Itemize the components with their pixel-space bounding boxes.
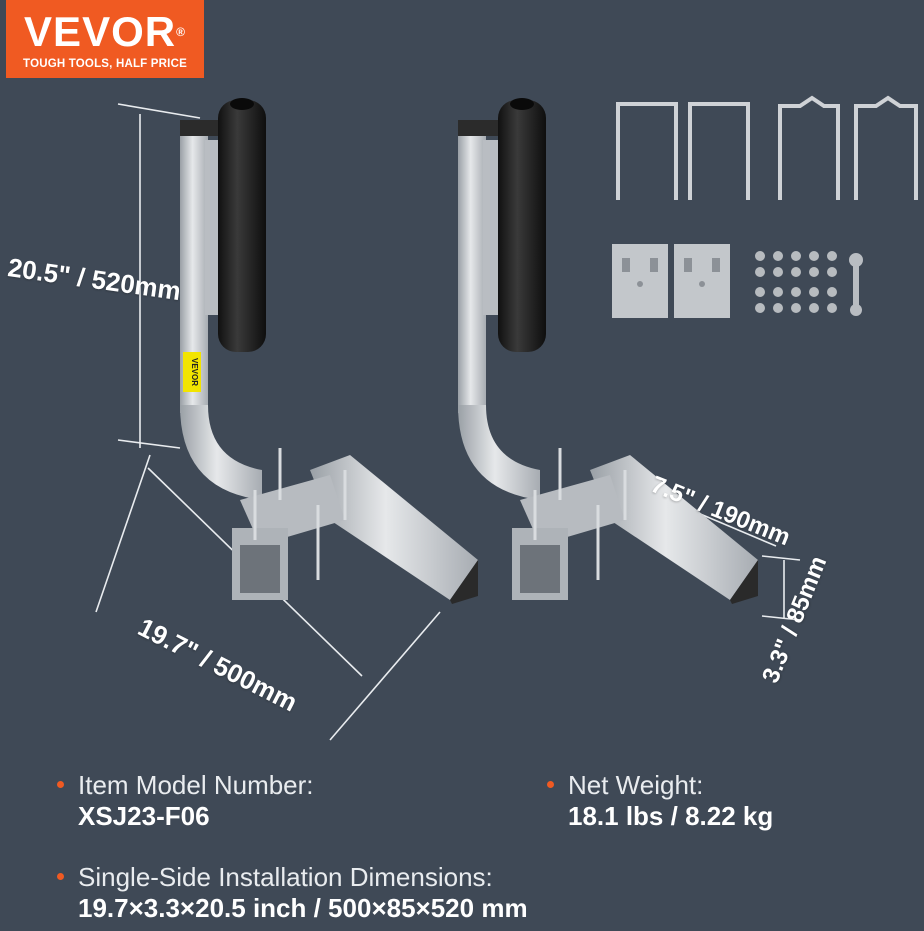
- install-value: 19.7×3.3×20.5 inch / 500×85×520 mm: [78, 893, 528, 923]
- spec-model: Item Model Number: XSJ23-F06: [57, 770, 314, 832]
- left-trailer-guide: VEVOR: [180, 98, 478, 604]
- wrench-icon: [849, 253, 863, 316]
- u-bolts: [616, 95, 918, 200]
- vevor-logo: VEVOR® TOUGH TOOLS, HALF PRICE: [6, 0, 204, 78]
- install-label: Single-Side Installation Dimensions:: [57, 862, 528, 892]
- spec-install-dimensions: Single-Side Installation Dimensions: 19.…: [57, 862, 528, 924]
- right-trailer-guide: [458, 98, 758, 604]
- product-illustration: VEVOR: [95, 95, 918, 741]
- logo-wordmark: VEVOR: [24, 8, 177, 55]
- registered-mark: ®: [176, 25, 186, 39]
- guide-sticker: VEVOR: [190, 358, 199, 386]
- nuts-and-washers: [755, 251, 837, 313]
- weight-label: Net Weight:: [547, 770, 773, 800]
- weight-value: 18.1 lbs / 8.22 kg: [568, 801, 774, 831]
- model-value: XSJ23-F06: [78, 801, 210, 831]
- mounting-plates: [612, 244, 730, 318]
- spec-weight: Net Weight: 18.1 lbs / 8.22 kg: [547, 770, 773, 832]
- logo-tagline: TOUGH TOOLS, HALF PRICE: [23, 58, 187, 70]
- model-label: Item Model Number:: [57, 770, 314, 800]
